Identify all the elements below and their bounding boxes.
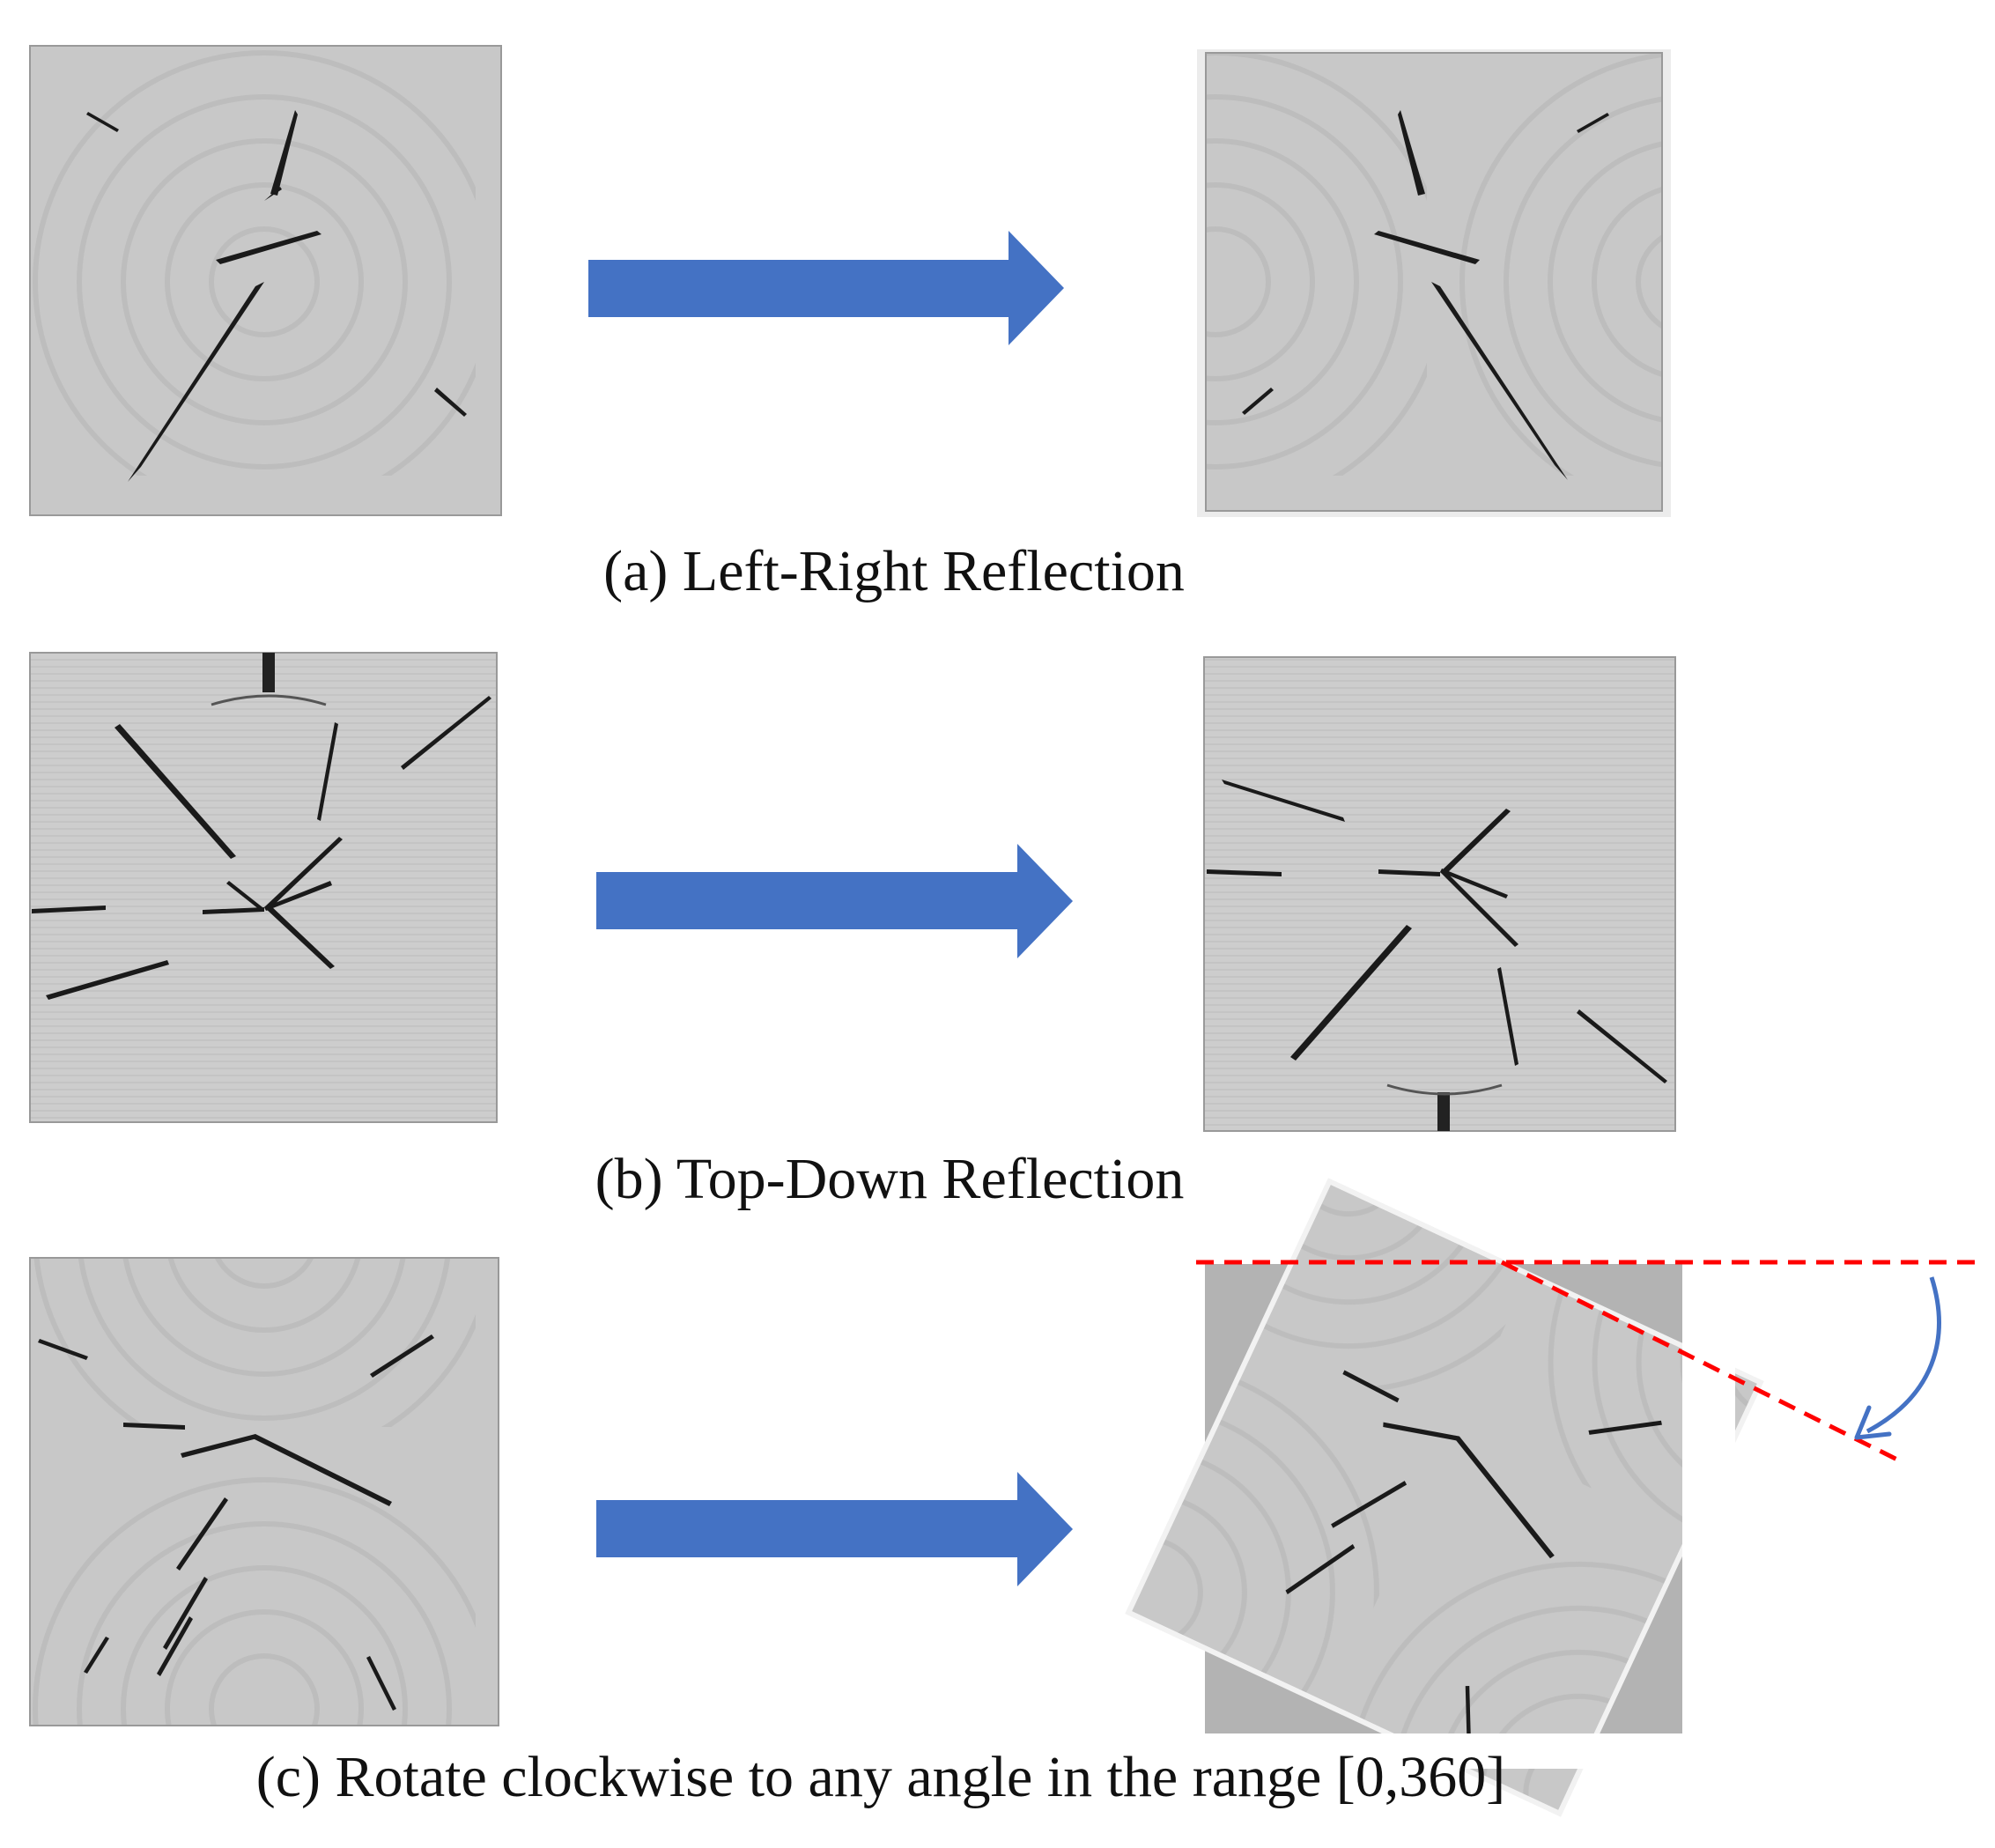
cracks-a-original [86,110,467,482]
caption-c: (c) Rotate clockwise to any angle in the… [255,1745,1506,1809]
panel-a-original [29,45,502,516]
cracks-a-reflected [1242,110,1609,480]
panel-c-rotated [1125,1178,1764,1817]
cracks-c-rotated [1285,1370,1662,1746]
arrow-c [596,1472,1073,1586]
panel-c-original [29,1257,499,1726]
cracks-b-original [32,696,491,1000]
caption-a: (a) Left-Right Reflection [603,539,1185,603]
angle-guides [1196,1260,1977,1465]
panel-b-reflected [1203,656,1676,1132]
rotation-arrow [1854,1276,1941,1440]
panel-a-reflected [1197,49,1671,517]
cracks-b-reflected [1207,780,1667,1083]
cracks-c-original [38,1334,434,1711]
arrow-a [588,231,1064,345]
caption-b: (b) Top-Down Reflection [595,1147,1185,1211]
panel-b-original [29,652,498,1123]
arrow-b [596,844,1073,958]
